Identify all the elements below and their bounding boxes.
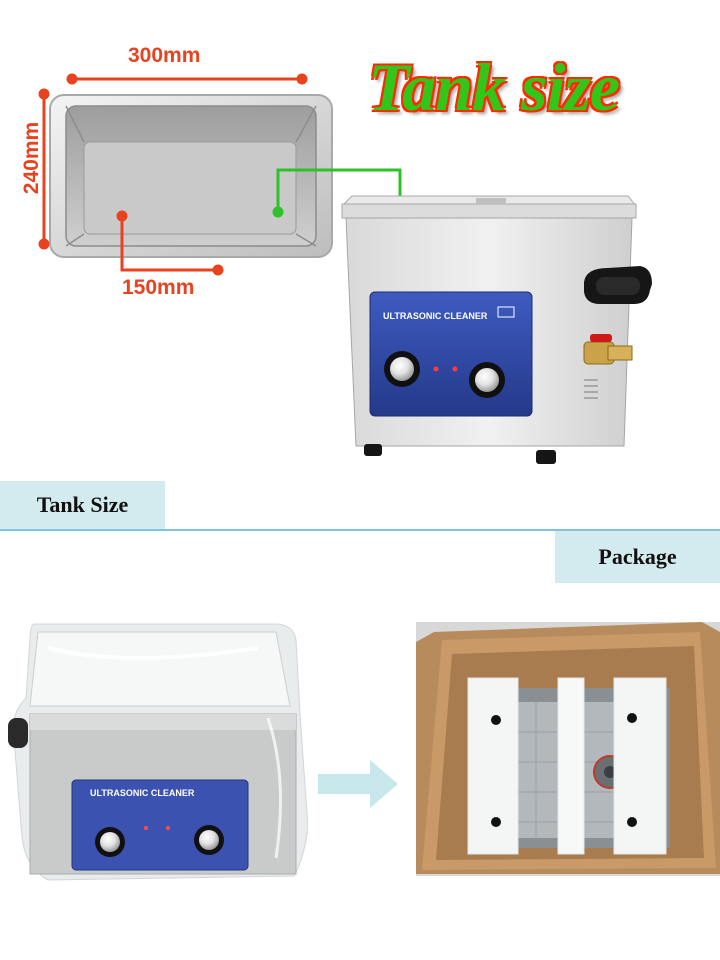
wrapped-panel-label: ULTRASONIC CLEANER [90, 788, 195, 798]
depth-dimension-label: 150mm [122, 276, 195, 299]
panel-label: ULTRASONIC CLEANER [383, 311, 488, 321]
packaged-box-graphics [416, 622, 720, 876]
tank-dimension-diagram: ULTRASONIC CLEANER 300mm 240mm 150mm Tan… [0, 0, 720, 470]
diagram-graphics: ULTRASONIC CLEANER [38, 73, 652, 464]
section-divider [0, 529, 720, 531]
dimension-lines [38, 73, 308, 276]
wrapped-cleaner-photo: ULTRASONIC CLEANER [8, 618, 309, 886]
section-tab-tank-size: Tank Size [0, 481, 165, 529]
width-dimension-label: 300mm [128, 44, 201, 67]
tank-size-title: Tank size [368, 49, 620, 125]
section-tab-package: Package [555, 531, 720, 583]
height-dimension-label: 240mm [20, 121, 43, 195]
packaged-box-photo [416, 622, 720, 876]
tank-basket-image [49, 94, 333, 258]
ultrasonic-cleaner-image [340, 195, 652, 464]
wrapped-cleaner-graphics [8, 623, 309, 881]
arrow-right-icon [318, 760, 398, 808]
